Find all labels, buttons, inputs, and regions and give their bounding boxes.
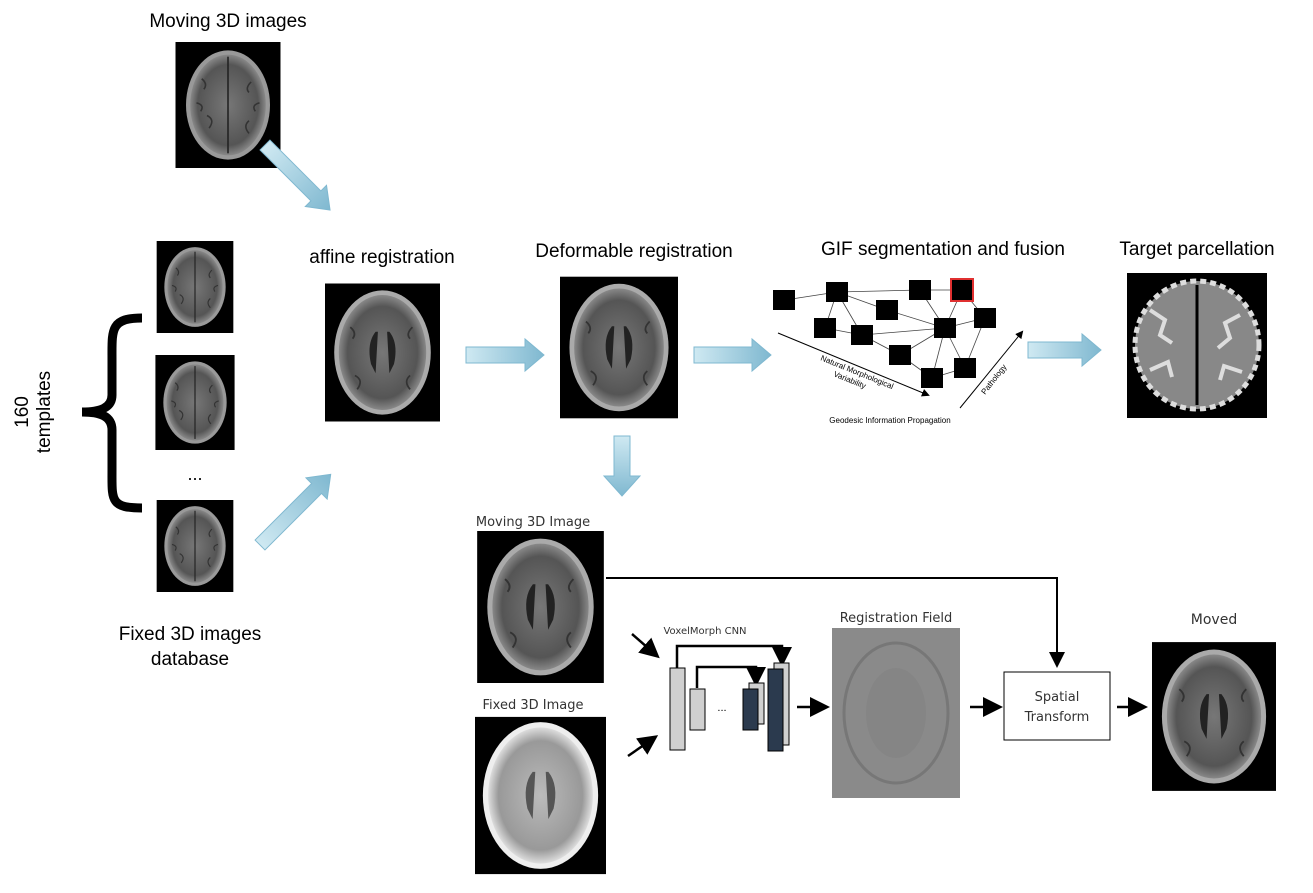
fixed-db-title-2: database [151, 649, 229, 670]
templates-brace [81, 313, 143, 513]
affine-title: affine registration [309, 247, 454, 268]
decoder-layer-2 [742, 688, 759, 731]
gif-nodes [773, 278, 996, 388]
svg-text:160: 160 [12, 396, 33, 428]
voxelmorph-cnn: ... [669, 644, 792, 752]
fixed-image-title: Fixed 3D Image [483, 698, 584, 713]
moved-title: Moved [1191, 612, 1237, 628]
gif-natural-label: Natural Morphological Variability [819, 354, 895, 392]
svg-text:Transform: Transform [1024, 710, 1090, 725]
flow-arrow-deformable-to-gif [693, 337, 772, 373]
spatial-transform-box: Spatial Transform [1003, 671, 1111, 741]
decoder-layer-1 [767, 668, 784, 752]
gif-node [974, 308, 996, 328]
template-image-2 [154, 355, 236, 450]
flow-arrow-fixed-to-affine [254, 473, 332, 551]
template-image-3 [155, 500, 235, 592]
fixed-db-title-1: Fixed 3D images [119, 624, 262, 645]
gif-node [814, 318, 836, 338]
deformable-title: Deformable registration [535, 241, 732, 262]
flow-arrow-gif-to-target [1027, 332, 1102, 368]
registration-field-title: Registration Field [840, 611, 953, 626]
moving-image [476, 531, 605, 683]
gif-node [921, 368, 943, 388]
moving-images-title: Moving 3D images [149, 11, 306, 32]
gif-node [773, 290, 795, 310]
gif-node [851, 325, 873, 345]
svg-text:Spatial: Spatial [1035, 690, 1080, 705]
fixed-input-arrow [627, 735, 659, 758]
templates-count-label: 160 templates [12, 371, 55, 453]
gif-node [826, 282, 848, 302]
moving-image-title: Moving 3D Image [476, 515, 590, 530]
encoder-layer-2 [689, 688, 706, 731]
moving-to-spatial-connector [606, 577, 1065, 668]
gif-node [889, 345, 911, 365]
gif-natural-axis [777, 332, 930, 397]
templates-ellipsis: ... [187, 464, 202, 484]
flow-arrow-down-to-voxelmorph [602, 435, 642, 497]
template-image-1 [155, 241, 235, 333]
gif-node [909, 280, 931, 300]
gif-pathology-axis [959, 330, 1024, 409]
target-parcellation-image [1127, 273, 1267, 418]
flow-arrow-affine-to-deformable [465, 337, 545, 373]
cnn-ellipsis: ... [717, 702, 726, 714]
voxelmorph-title: VoxelMorph CNN [663, 626, 746, 637]
gif-node [954, 358, 976, 378]
svg-text:templates: templates [34, 371, 55, 453]
moving-input-arrow [631, 633, 660, 659]
moved-image [1152, 641, 1276, 792]
registration-field-image [832, 628, 960, 798]
flow-arrow-moving-to-affine [259, 139, 331, 211]
gif-title: GIF segmentation and fusion [821, 239, 1065, 260]
deformable-brain-image [560, 275, 678, 420]
gif-geodesic-label: Geodesic Information Propagation [829, 416, 950, 425]
gif-node [934, 318, 956, 338]
affine-brain-image [325, 282, 440, 423]
gif-node-highlighted [950, 278, 974, 302]
fixed-image [475, 716, 606, 875]
gif-node [876, 300, 898, 320]
encoder-layer-1 [669, 667, 686, 751]
target-title: Target parcellation [1119, 239, 1274, 260]
